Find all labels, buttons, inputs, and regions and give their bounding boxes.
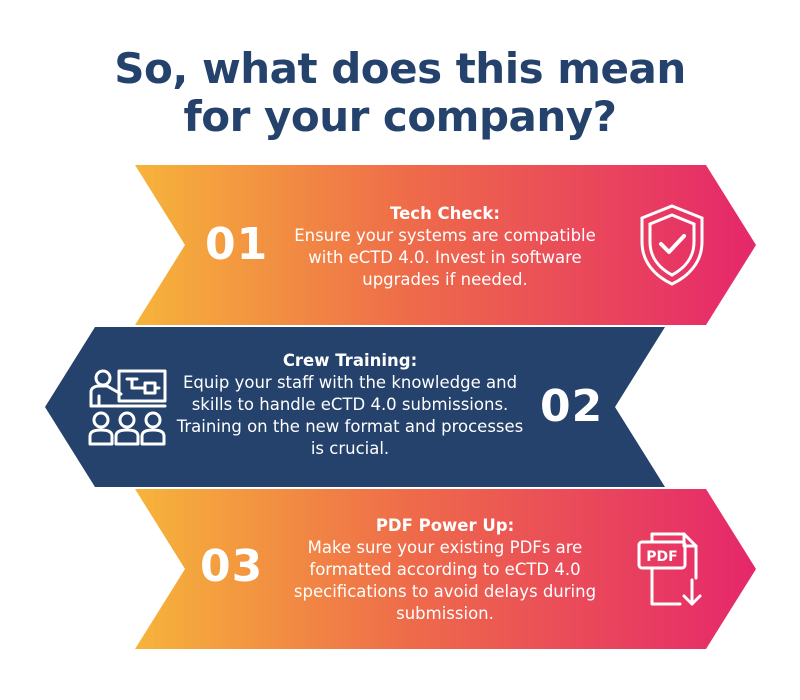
step-1-number: 01 bbox=[205, 219, 269, 270]
step-2-number: 02 bbox=[540, 381, 604, 432]
step-2-text: Crew Training: Equip your staff with the… bbox=[175, 350, 525, 460]
title-line-2: for your company? bbox=[183, 92, 618, 141]
step-1-body: Ensure your systems are compatible with … bbox=[294, 226, 596, 289]
step-1-text: Tech Check: Ensure your systems are comp… bbox=[280, 203, 610, 291]
pdf-download-icon: PDF bbox=[637, 532, 702, 606]
step-1-heading: Tech Check: bbox=[390, 204, 500, 223]
title-line-1: So, what does this mean bbox=[114, 44, 686, 93]
banner-step-1 bbox=[135, 165, 756, 325]
pdf-icon-label: PDF bbox=[646, 549, 677, 565]
presentation-training-icon bbox=[88, 369, 167, 446]
step-2-body: Equip your staff with the knowledge and … bbox=[176, 373, 524, 458]
step-3-heading: PDF Power Up: bbox=[375, 516, 515, 535]
step-3-text: PDF Power Up: Make sure your existing PD… bbox=[280, 515, 610, 625]
banner-step-3 bbox=[135, 489, 756, 649]
step-2-heading: Crew Training: bbox=[282, 351, 418, 370]
banner-step-2 bbox=[45, 327, 665, 487]
shield-check-icon bbox=[640, 204, 704, 286]
step-3-number: 03 bbox=[200, 541, 264, 592]
page-title: So, what does this mean for your company… bbox=[0, 45, 800, 141]
step-3-body: Make sure your existing PDFs are formatt… bbox=[293, 538, 597, 623]
